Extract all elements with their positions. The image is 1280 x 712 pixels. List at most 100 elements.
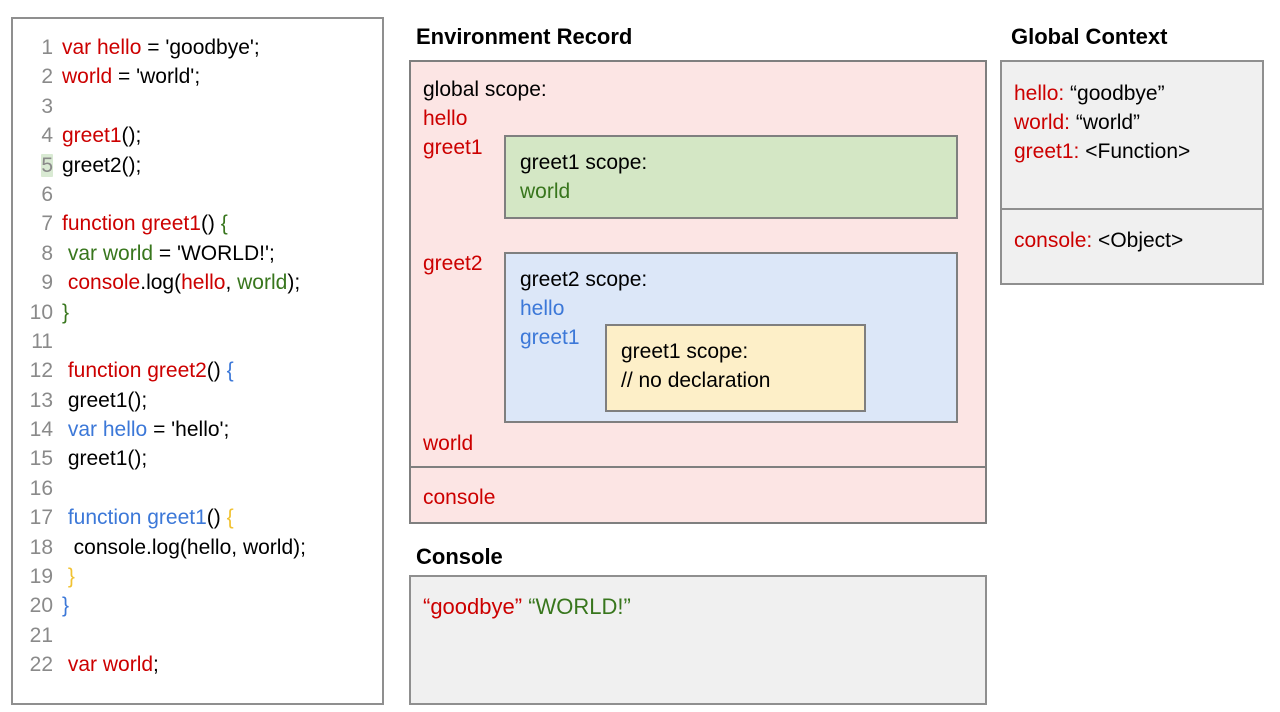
code-token: { <box>226 359 234 383</box>
console-value-goodbye: “goodbye” <box>423 594 523 619</box>
line-number: 8 <box>41 241 53 265</box>
global-context-value-greet1: <Function> <box>1079 140 1191 163</box>
code-token: () <box>206 359 227 383</box>
greet1-inner-scope-title: greet1 scope: <box>621 340 749 363</box>
code-line[interactable]: 22 var world; <box>13 650 382 679</box>
code-line[interactable]: 9 console.log(hello, world); <box>13 268 382 297</box>
code-token: () <box>200 212 221 236</box>
code-line[interactable]: 11 <box>13 327 382 356</box>
line-number: 17 <box>29 506 53 530</box>
code-token: = 'hello'; <box>147 418 230 442</box>
code-token: greet1(); <box>62 447 148 471</box>
code-token: = 'world'; <box>112 65 201 89</box>
code-token: var world <box>67 241 154 265</box>
line-number: 7 <box>41 212 53 236</box>
environment-record-console-section: console <box>411 468 985 522</box>
code-line-text: greet1(); <box>53 444 147 473</box>
code-token: console <box>67 271 141 295</box>
code-token: function greet1 <box>67 506 207 530</box>
code-line[interactable]: 3 <box>13 92 382 121</box>
code-token: , <box>225 271 238 295</box>
global-context-variables-section: hello: “goodbye” world: “world” greet1: … <box>1002 62 1262 210</box>
code-line[interactable]: 13 greet1(); <box>13 386 382 415</box>
global-context-title: Global Context <box>1011 24 1168 49</box>
binding-greet1: greet1 <box>423 136 483 159</box>
code-token: console.log(hello, world); <box>62 535 306 559</box>
code-line[interactable]: 20} <box>13 591 382 620</box>
code-token: greet1(); <box>62 388 148 412</box>
line-number: 16 <box>29 476 53 500</box>
code-line[interactable]: 12 function greet2() { <box>13 356 382 385</box>
code-line-text: function greet1() { <box>53 503 234 532</box>
console-title: Console <box>416 544 503 569</box>
line-number: 12 <box>29 359 53 383</box>
line-number: 6 <box>41 182 53 206</box>
global-context-value-hello: “goodbye” <box>1064 82 1165 105</box>
global-context-key-hello: hello: <box>1014 82 1065 105</box>
console-output-line: “goodbye” “WORLD!” <box>423 594 631 620</box>
code-line-text: } <box>53 298 69 327</box>
global-context-row-console: console: <Object> <box>1014 229 1183 253</box>
console-panel: “goodbye” “WORLD!” <box>409 575 987 705</box>
code-token: world <box>62 65 113 89</box>
code-line-text: world = 'world'; <box>53 62 200 91</box>
code-line-text: } <box>53 562 75 591</box>
global-context-value-console: <Object> <box>1092 229 1184 252</box>
code-line[interactable]: 6 <box>13 180 382 209</box>
line-number: 3 <box>41 94 53 118</box>
greet2-scope-title: greet2 scope: <box>520 268 648 291</box>
greet2-scope-binding-greet1: greet1 <box>520 326 580 349</box>
code-line-text: greet1(); <box>53 121 141 150</box>
code-token: (); <box>121 124 142 148</box>
environment-record-title: Environment Record <box>416 24 633 49</box>
code-line-text: function greet1() { <box>53 209 228 238</box>
code-line[interactable]: 10} <box>13 298 382 327</box>
code-line-text: var world; <box>53 650 159 679</box>
line-number: 22 <box>29 653 53 677</box>
code-line-text: console.log(hello, world); <box>53 533 306 562</box>
code-token: function greet1 <box>62 212 201 236</box>
code-line[interactable]: 17 function greet1() { <box>13 503 382 532</box>
code-line[interactable]: 16 <box>13 474 382 503</box>
greet1-inner-scope-box: greet1 scope: // no declaration <box>605 324 866 412</box>
global-context-panel: hello: “goodbye” world: “world” greet1: … <box>1000 60 1264 285</box>
code-token: world <box>237 271 288 295</box>
line-number: 20 <box>29 594 53 618</box>
code-token: { <box>220 212 228 236</box>
code-line[interactable]: 19 } <box>13 562 382 591</box>
code-line-text: var world = 'WORLD!'; <box>53 239 275 268</box>
binding-world: world <box>423 432 474 455</box>
line-number: 15 <box>29 447 53 471</box>
code-line-text: } <box>53 591 69 620</box>
binding-hello: hello <box>423 107 468 130</box>
greet2-scope-box: greet2 scope: hello greet1 greet1 scope:… <box>504 252 958 423</box>
greet1-inner-scope-note: // no declaration <box>621 369 771 392</box>
line-number: 2 <box>41 65 53 89</box>
code-line[interactable]: 18 console.log(hello, world); <box>13 533 382 562</box>
code-line[interactable]: 15 greet1(); <box>13 444 382 473</box>
code-line[interactable]: 21 <box>13 621 382 650</box>
code-line-text: greet1(); <box>53 386 147 415</box>
line-number: 14 <box>29 418 53 442</box>
line-number: 18 <box>29 535 53 559</box>
code-token: = 'WORLD!'; <box>153 241 275 265</box>
code-line[interactable]: 8 var world = 'WORLD!'; <box>13 239 382 268</box>
code-token: function greet2 <box>67 359 207 383</box>
code-token: hello <box>181 271 226 295</box>
line-number: 1 <box>41 36 53 59</box>
greet1-scope-box: greet1 scope: world <box>504 135 958 219</box>
greet1-scope-binding-world: world <box>520 180 571 203</box>
code-line[interactable]: 14 var hello = 'hello'; <box>13 415 382 444</box>
code-token: var world <box>67 653 154 677</box>
line-number: 11 <box>31 329 53 353</box>
code-line-text: greet2(); <box>53 151 141 180</box>
line-number-highlight: 5 <box>41 153 53 177</box>
code-token: var hello <box>62 36 142 59</box>
